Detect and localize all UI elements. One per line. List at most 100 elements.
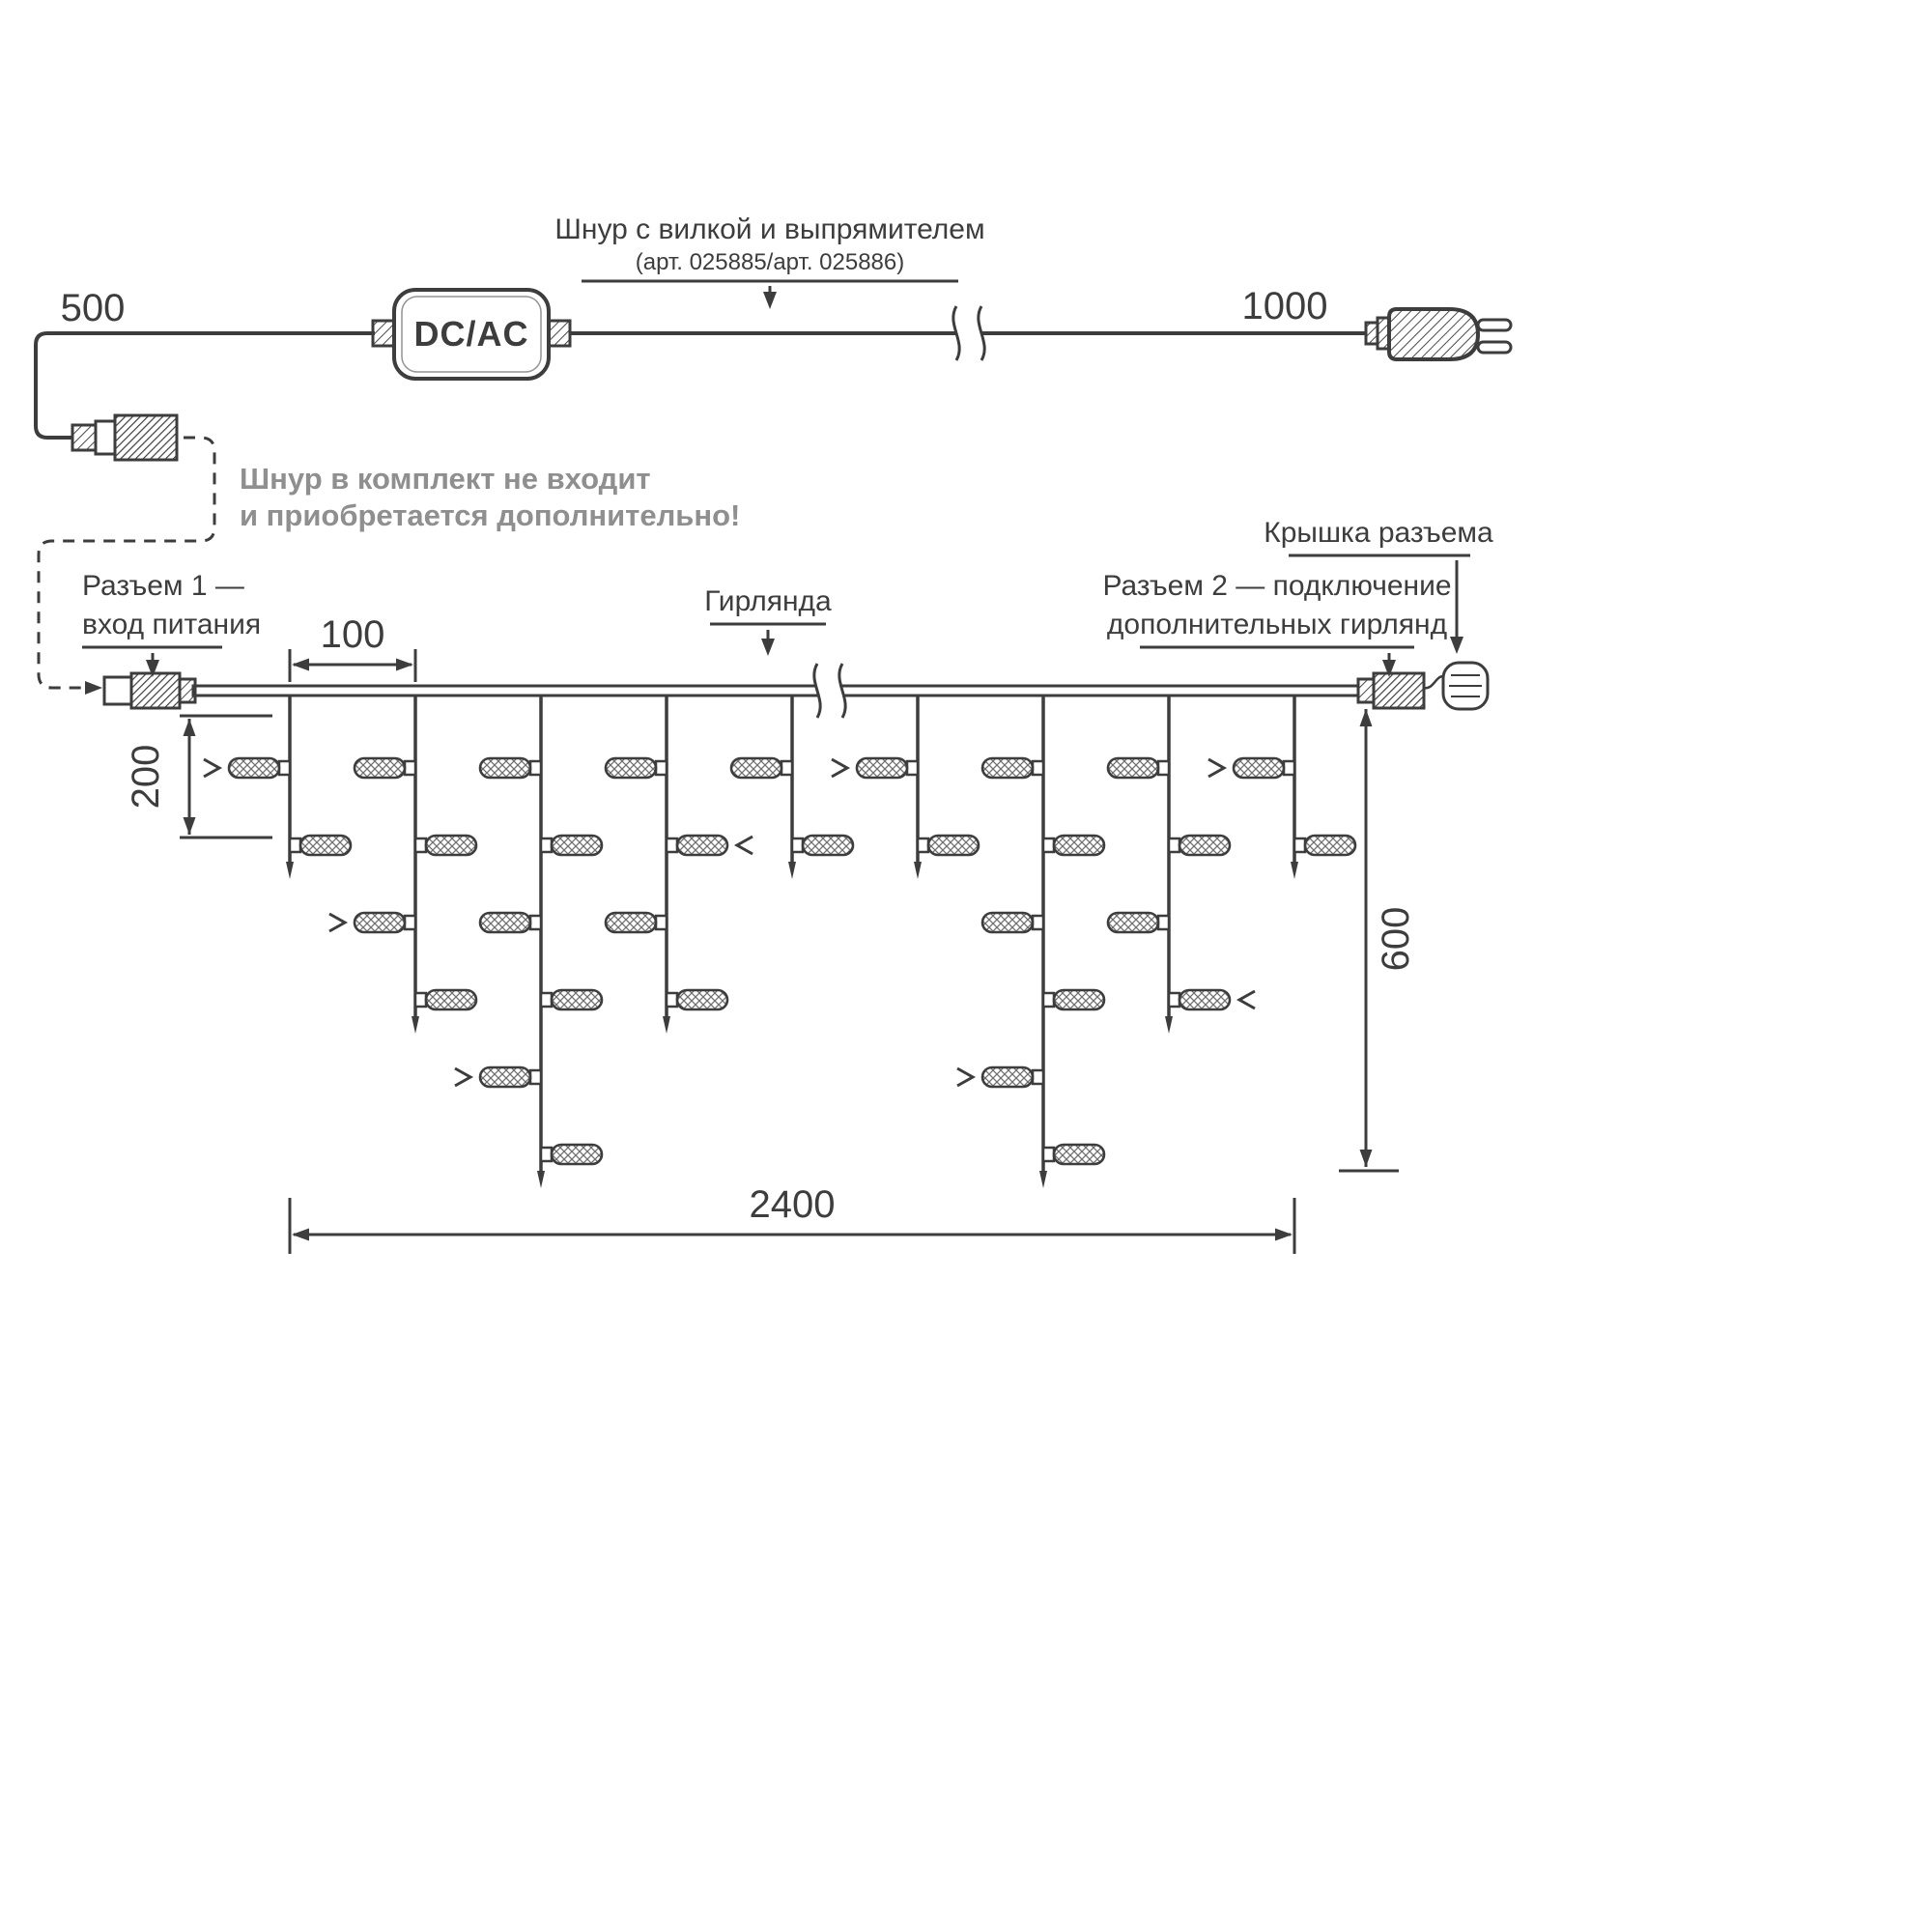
- led-bulb: [478, 911, 532, 934]
- bulb-socket: [905, 759, 920, 777]
- drop-tip: [914, 862, 922, 879]
- bulb-socket: [665, 991, 679, 1009]
- cord-subtitle: (арт. 025885/арт. 025886): [636, 249, 905, 275]
- flash-bulb-arrow-icon: [1208, 757, 1228, 779]
- garland-connector-1: [102, 671, 197, 710]
- not-included-note-line2: и приобретается дополнительно!: [240, 498, 740, 532]
- power-cord-assembly: DC/AC 500 1000 Шнур с вилкой и выпрямите…: [34, 213, 1513, 462]
- garland-break-icon: [812, 663, 847, 719]
- bulb-socket: [528, 1068, 543, 1086]
- bulb-socket: [539, 837, 554, 854]
- bulb-socket: [1041, 837, 1056, 854]
- drop-tip: [412, 1016, 419, 1034]
- led-bulb: [353, 911, 407, 934]
- bulb-socket: [1041, 991, 1056, 1009]
- converter-body: [392, 288, 551, 381]
- not-included-note-line1: Шнур в комплект не входит: [240, 462, 651, 496]
- led-bulb: [604, 756, 658, 780]
- connector1-arrowhead: [146, 660, 159, 677]
- led-bulb: [550, 1143, 604, 1166]
- flash-bulb-arrow-icon: [203, 757, 223, 779]
- plug-prong-bottom: [1476, 340, 1513, 355]
- converter-body-inner: [401, 296, 542, 373]
- connector1-label-line1: Разъем 1 —: [82, 570, 244, 602]
- drop-tip: [286, 862, 294, 879]
- led-bulb: [550, 834, 604, 857]
- cap-arrowhead: [1450, 637, 1463, 654]
- connector2-label-line2: дополнительных гирлянд: [1107, 609, 1447, 640]
- dimension-100: 100: [288, 613, 417, 682]
- bulb-socket: [665, 837, 679, 854]
- garland-drop: [203, 691, 353, 879]
- power-plug-icon: [1364, 307, 1513, 361]
- led-bulb: [1178, 988, 1232, 1011]
- garland-main-wire: [191, 684, 1360, 697]
- bulb-socket: [780, 759, 794, 777]
- led-bulb: [353, 756, 407, 780]
- bulb-socket: [654, 914, 668, 931]
- garland-drop: [1106, 691, 1256, 1034]
- cap-tether: [1423, 674, 1444, 690]
- bulb-socket: [1293, 837, 1307, 854]
- led-bulb: [478, 756, 532, 780]
- led-bulb: [227, 756, 281, 780]
- garland-label: Гирлянда: [704, 585, 832, 617]
- bulb-socket: [277, 759, 292, 777]
- led-bulb: [855, 756, 909, 780]
- garland-callouts: Разъем 1 — вход питания Гирлянда Разъем …: [82, 517, 1493, 677]
- garland-drop: [831, 691, 980, 879]
- dimension-600: 600: [1339, 709, 1417, 1173]
- drop-tip: [663, 1016, 670, 1034]
- led-bulb: [675, 988, 729, 1011]
- bulb-socket: [1282, 759, 1296, 777]
- bulb-socket: [1031, 914, 1045, 931]
- bulb-socket: [288, 837, 302, 854]
- garland-drop: [956, 691, 1106, 1188]
- cord-output-connector: [71, 413, 179, 462]
- garland-drop: [604, 691, 753, 1034]
- garland-label-arrowhead: [761, 639, 775, 656]
- led-bulb: [1052, 988, 1106, 1011]
- bulb-socket: [1031, 1068, 1045, 1086]
- converter-label: DC/AC: [414, 314, 529, 354]
- flash-bulb-arrow-icon: [1236, 989, 1256, 1010]
- connector1-label-line2: вход питания: [82, 609, 261, 640]
- led-bulb: [675, 834, 729, 857]
- connector-cap: [1423, 661, 1490, 711]
- flash-bulb-arrow-icon: [328, 912, 349, 933]
- led-bulb: [604, 911, 658, 934]
- flash-bulb-arrow-icon: [733, 835, 753, 856]
- bulb-socket: [413, 837, 428, 854]
- led-bulb: [729, 756, 783, 780]
- bulb-socket: [413, 991, 428, 1009]
- drop-tip: [537, 1171, 545, 1188]
- dim-2400-label: 2400: [750, 1183, 836, 1226]
- cap-label: Крышка разъема: [1264, 517, 1493, 549]
- bulb-socket: [403, 914, 417, 931]
- led-bulb: [1232, 756, 1286, 780]
- led-bulb: [1052, 1143, 1106, 1166]
- connector2-arrowhead: [1382, 660, 1396, 677]
- garland-drop: [328, 691, 478, 1034]
- bulb-socket: [1167, 991, 1181, 1009]
- drop-tip: [788, 862, 796, 879]
- bulb-socket: [539, 991, 554, 1009]
- bulb-socket: [403, 759, 417, 777]
- led-bulb: [550, 988, 604, 1011]
- drop-tip: [1039, 1171, 1047, 1188]
- bulb-socket: [1031, 759, 1045, 777]
- garland-drop: [1208, 691, 1357, 879]
- bulb-socket: [539, 1146, 554, 1163]
- bulb-socket: [1156, 759, 1171, 777]
- led-bulb: [801, 834, 855, 857]
- dim-100-label: 100: [321, 613, 385, 656]
- led-bulb: [1178, 834, 1232, 857]
- drop-tip: [1291, 862, 1298, 879]
- cord-title-arrowhead: [763, 292, 777, 309]
- dimension-200: 200: [125, 714, 272, 839]
- led-bulb: [478, 1065, 532, 1089]
- dc-ac-converter: DC/AC: [371, 288, 572, 381]
- dimension-2400: 2400: [288, 1183, 1296, 1254]
